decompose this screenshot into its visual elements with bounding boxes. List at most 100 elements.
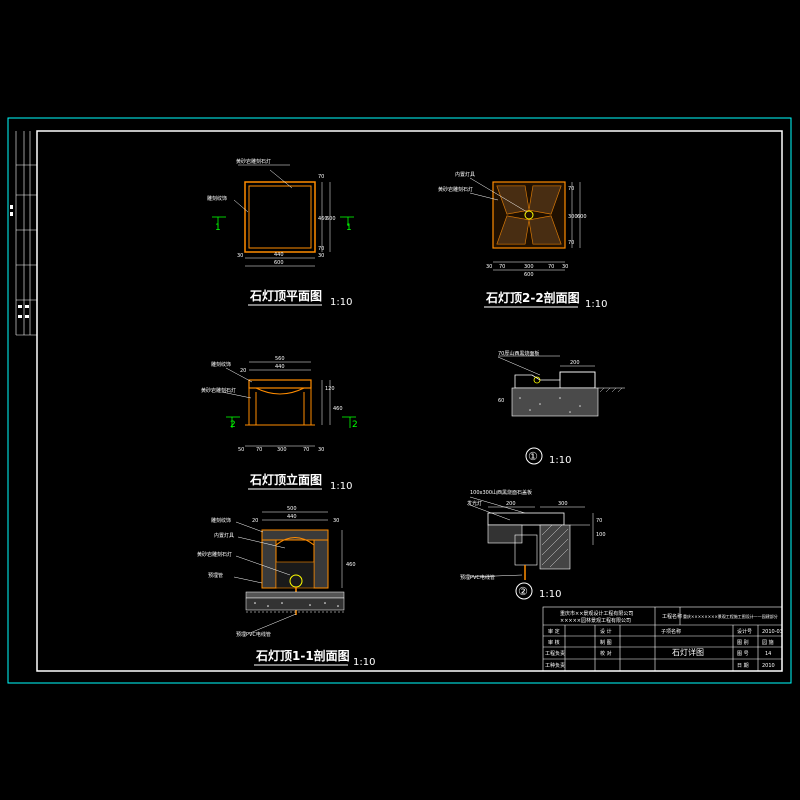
d2-note-2: 发光灯 xyxy=(467,500,482,507)
s22-dim-30b: 30 xyxy=(562,264,568,270)
plan-note-2: 雕刻纹饰 xyxy=(207,195,227,202)
tb-row-2-role: 工程负责 xyxy=(545,650,565,657)
left-revision-strip xyxy=(15,131,37,336)
elev-note-2: 黄砂岩雕刻石灯 xyxy=(201,387,236,394)
s22-title: 石灯顶2-2剖面图 xyxy=(485,290,580,305)
elev-dim-70b: 70 xyxy=(303,447,309,453)
tb-row-1-role2: 制 图 xyxy=(600,639,612,646)
d2-dim-100: 100 xyxy=(596,532,606,538)
tb-project-name: 重庆××××××××景观工程施工图设计——园建部分 xyxy=(683,613,778,619)
elev-dim-120: 120 xyxy=(325,386,335,392)
s22-dim-600: 600 xyxy=(524,272,534,278)
elev-dim-560: 560 xyxy=(275,356,285,362)
d1-note-1: 70厚山西黑烧面板 xyxy=(498,350,539,357)
s22-dim-600v: 600 xyxy=(577,214,587,220)
section22-view xyxy=(469,177,581,271)
d1-dim-200: 200 xyxy=(570,360,580,366)
s22-dim-70b: 70 xyxy=(548,264,554,270)
tb-r0-k: 设计号 xyxy=(737,628,752,635)
s22-dim-300: 300 xyxy=(524,264,534,270)
plan-section-left: 1 xyxy=(215,223,221,233)
s22-dim-70v2: 70 xyxy=(568,240,574,246)
elev-section-left: 2 xyxy=(230,420,236,430)
d2-note-3: 预埋PVC电线管 xyxy=(460,574,495,581)
plan-note-1: 黄砂岩雕刻石灯 xyxy=(236,158,271,165)
plan-inner xyxy=(248,185,312,249)
tb-r1-v: 园 施 xyxy=(762,639,774,646)
inner-border xyxy=(36,130,783,672)
s11-note-1: 雕刻纹饰 xyxy=(211,517,231,524)
elev-section-right: 2 xyxy=(352,420,358,430)
plan-title: 石灯顶平面图 xyxy=(249,288,322,303)
plan-outer xyxy=(244,181,316,253)
tb-row-3-role: 工种负责 xyxy=(545,662,565,669)
tb-project-label: 工程名称 xyxy=(662,613,682,620)
d2-label: ② xyxy=(518,585,528,598)
d2-dim-70: 70 xyxy=(596,518,602,524)
s22-dim-70v: 70 xyxy=(568,186,574,192)
plan-section-right: 1 xyxy=(346,223,352,233)
s11-dim-20: 20 xyxy=(252,518,258,524)
plan-dim-70b: 70 xyxy=(318,246,324,252)
d1-dim-60: 60 xyxy=(498,398,504,404)
plan-dim-460: 460 xyxy=(318,216,328,222)
s11-scale: 1:10 xyxy=(353,657,375,668)
s22-note-2: 黄砂岩雕刻石灯 xyxy=(438,186,473,193)
s11-dim-500: 500 xyxy=(287,506,297,512)
s11-dim-460: 460 xyxy=(346,562,356,568)
s22-dim-30a: 30 xyxy=(486,264,492,270)
tb-row-0-role: 审 定 xyxy=(548,628,560,635)
elev-dim-440: 440 xyxy=(275,364,285,370)
tb-company-2: ×××××园林景观工程有限公司 xyxy=(560,617,631,624)
s22-note-1: 内置灯具 xyxy=(455,171,475,178)
s22-scale: 1:10 xyxy=(585,299,607,310)
tb-row-0-role2: 设 计 xyxy=(600,628,612,635)
s11-dim-30: 30 xyxy=(333,518,339,524)
plan-dim-30b: 30 xyxy=(318,253,324,259)
s11-note-3: 黄砂岩雕刻石灯 xyxy=(197,551,232,558)
d2-note-1: 100x300山西黑烧面石盖板 xyxy=(470,489,532,496)
tb-r2-v: 14 xyxy=(765,651,771,657)
tb-row-2-role2: 校 对 xyxy=(600,650,612,657)
s22-dim-300v: 300 xyxy=(568,214,578,220)
tb-drawing-name: 石灯详图 xyxy=(672,647,704,657)
plan-view xyxy=(212,164,354,267)
tb-company-1: 重庆市××景观设计工程有限公司 xyxy=(560,610,633,617)
tb-row-1-role: 审 核 xyxy=(548,639,560,646)
elev-dim-460: 460 xyxy=(333,406,343,412)
elevation-view xyxy=(221,361,356,447)
s22-dim-70a: 70 xyxy=(499,264,505,270)
s11-note-5: 预埋PVC电线管 xyxy=(236,631,271,638)
section11-view xyxy=(233,511,345,634)
s11-note-4: 预埋管 xyxy=(208,572,223,579)
tb-r1-k: 图 别 xyxy=(737,639,749,646)
plan-dim-600v: 600 xyxy=(326,216,336,222)
s11-note-2: 内置灯具 xyxy=(214,532,234,539)
d1-label: ① xyxy=(528,450,538,463)
title-block xyxy=(542,606,783,672)
detail2-view xyxy=(469,496,594,600)
s11-title: 石灯顶1-1剖面图 xyxy=(255,648,350,663)
d2-scale: 1:10 xyxy=(539,589,561,600)
tb-r2-k: 图 号 xyxy=(737,651,749,657)
tb-subproject-label: 子项名称 xyxy=(661,628,681,635)
elev-dim-30: 30 xyxy=(318,447,324,453)
elev-dim-70a: 70 xyxy=(256,447,262,453)
elev-scale: 1:10 xyxy=(330,481,352,492)
elev-dim-20: 20 xyxy=(240,368,246,374)
d1-scale: 1:10 xyxy=(549,455,571,466)
elev-note-1: 雕刻纹饰 xyxy=(211,361,231,368)
tb-r3-v: 2010 xyxy=(762,663,775,669)
d2-dim-200: 200 xyxy=(506,501,516,507)
s11-dim-440: 440 xyxy=(287,514,297,520)
plan-dim-70: 70 xyxy=(318,174,324,180)
plan-dim-440: 440 xyxy=(274,252,284,258)
plan-dim-600: 600 xyxy=(274,260,284,266)
elev-dim-50: 50 xyxy=(238,447,244,453)
detail1-view xyxy=(497,355,625,465)
plan-dim-30a: 30 xyxy=(237,253,243,259)
tb-r3-k: 日 期 xyxy=(737,663,749,669)
plan-scale: 1:10 xyxy=(330,297,352,308)
d2-dim-300: 300 xyxy=(558,501,568,507)
